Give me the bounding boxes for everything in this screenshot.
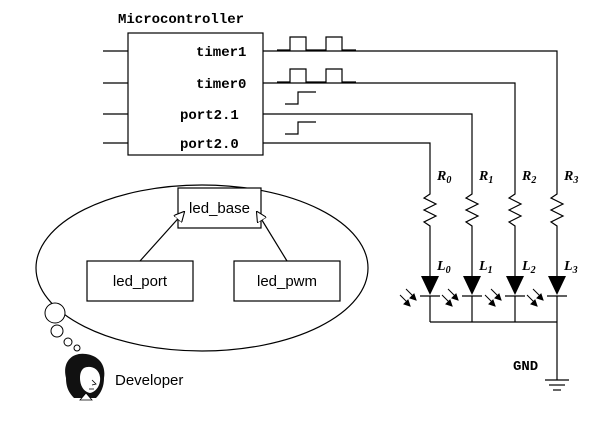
developer-label: Developer — [115, 372, 183, 389]
inheritance-arrow-pwm — [257, 212, 288, 262]
wire-port2-1-r1 — [263, 113, 473, 190]
pin-label-port2-1: port2.1 — [180, 108, 239, 124]
developer-icon — [65, 353, 105, 401]
led-label-l2: L2 — [521, 259, 536, 276]
class-label-led-pwm: led_pwm — [257, 273, 317, 290]
wire-timer0-r2 — [263, 82, 516, 190]
ground-symbol — [545, 379, 569, 391]
class-box-led-port — [86, 260, 194, 302]
pin-label-timer1: timer1 — [196, 45, 246, 61]
wire-port2-0-r0 — [263, 142, 431, 190]
resistor-r2 — [507, 190, 523, 268]
wire-timer1-r3 — [263, 50, 558, 190]
thought-dot-large — [44, 302, 66, 324]
pin-label-timer0: timer0 — [196, 77, 246, 93]
led-label-l3: L3 — [563, 259, 578, 276]
pin-label-port2-0: port2.0 — [180, 137, 239, 153]
ground-label: GND — [513, 359, 538, 375]
led-label-l0: L0 — [436, 259, 451, 276]
port2-1-step-waveform — [285, 91, 316, 105]
resistor-label-r2: R2 — [521, 169, 536, 186]
class-label-led-port: led_port — [113, 273, 168, 290]
resistor-r1 — [464, 190, 480, 268]
class-box-led-pwm — [233, 260, 341, 302]
thought-bubble — [35, 184, 369, 352]
light-emission-arrows — [399, 288, 544, 307]
ground-rail — [429, 296, 558, 380]
timer1-pwm-waveform — [277, 36, 356, 51]
resistor-label-r0: R0 — [436, 169, 451, 186]
resistor-r3 — [549, 190, 565, 268]
resistor-label-r1: R1 — [478, 169, 493, 186]
port2-0-step-waveform — [285, 121, 316, 135]
timer0-pwm-waveform — [277, 68, 356, 83]
resistor-r0 — [422, 190, 438, 268]
class-label-led-base: led_base — [189, 200, 250, 217]
class-box-led-base — [177, 187, 262, 229]
inheritance-arrow-port — [139, 212, 184, 262]
thought-dot-tiny — [73, 344, 81, 352]
thought-dot-medium — [50, 324, 64, 338]
thought-dot-small — [63, 337, 73, 347]
microcontroller-box — [127, 32, 264, 156]
microcontroller-title: Microcontroller — [118, 12, 244, 28]
resistor-label-r3: R3 — [563, 169, 578, 186]
led-label-l1: L1 — [478, 259, 493, 276]
